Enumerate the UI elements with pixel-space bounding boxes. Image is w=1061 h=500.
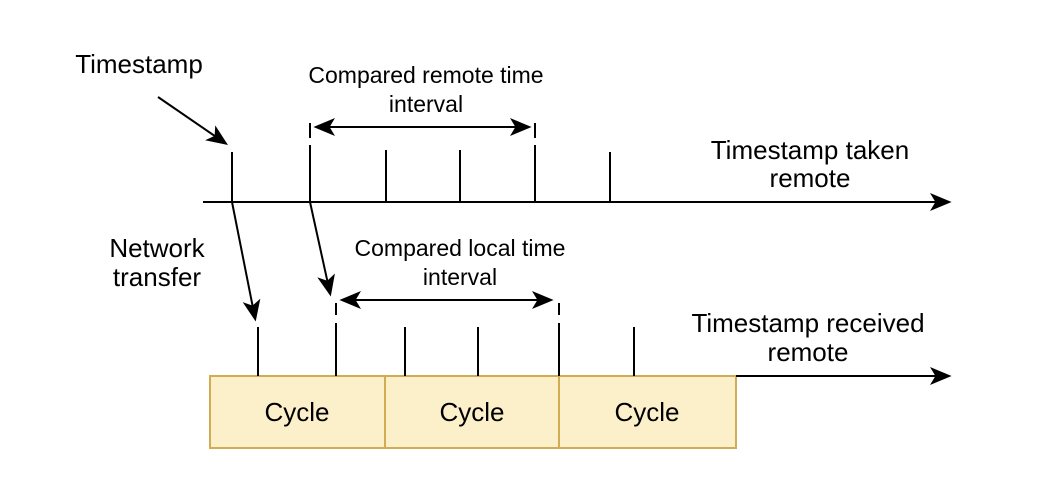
timestamp-received-remote-label-line1: Timestamp received — [691, 308, 924, 338]
cycle-box — [558, 375, 737, 449]
diagram-lines — [157, 96, 952, 385]
timestamp-label: Timestamp — [75, 49, 203, 79]
network-transfer-arrow-1 — [231, 201, 261, 322]
compared-remote-interval-label-line1: Compared remote time — [308, 62, 543, 88]
timestamp-pointer-arrow — [157, 96, 228, 146]
cycle-label: Cycle — [614, 397, 679, 427]
cycle-label: Cycle — [439, 397, 504, 427]
cycle-boxes — [209, 375, 737, 449]
network-transfer-label-line2: transfer — [113, 262, 201, 292]
cycle-box — [384, 375, 560, 449]
timestamp-received-remote-label-line2: remote — [768, 337, 849, 367]
network-transfer-label-line1: Network — [109, 233, 205, 263]
compared-remote-interval-label-line2: interval — [389, 91, 463, 117]
compared-local-interval-label-line1: Compared local time — [355, 235, 566, 261]
cycle-box — [209, 375, 386, 449]
network-transfer-arrow-2 — [309, 201, 335, 297]
timestamp-taken-remote-label-line2: remote — [770, 163, 851, 193]
timestamp-taken-remote-label-line1: Timestamp taken — [711, 135, 909, 165]
cycle-label: Cycle — [264, 397, 329, 427]
diagram-labels: Timestamp Compared remote time interval … — [75, 49, 924, 427]
compared-local-interval-label-line2: interval — [423, 264, 497, 290]
